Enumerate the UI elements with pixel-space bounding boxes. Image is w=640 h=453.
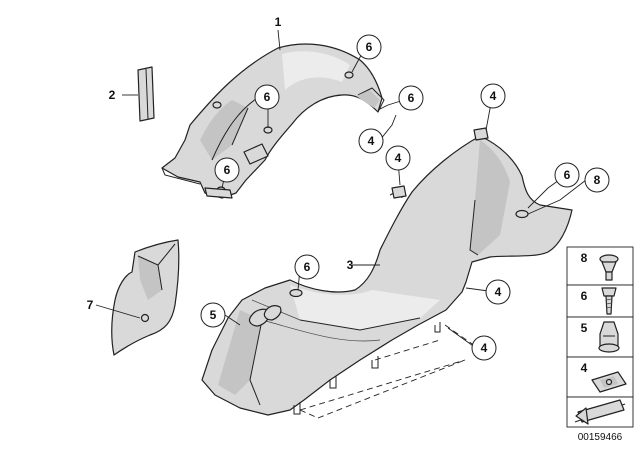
- callout-4-e: 4: [471, 335, 497, 361]
- callout-3-label: 3: [347, 258, 354, 272]
- callout-6-a-label: 6: [366, 40, 373, 54]
- callout-4-e-label: 4: [481, 341, 488, 355]
- callout-3: 3: [347, 258, 354, 272]
- part-7-mud-flap: [111, 239, 180, 356]
- callout-7-label: 7: [87, 298, 94, 312]
- legend-item-5: 5: [566, 316, 634, 358]
- callout-4-d: 4: [485, 279, 511, 305]
- legend-item-6: 6: [566, 284, 634, 318]
- callout-6-d-label: 6: [408, 91, 415, 105]
- callout-6-e-label: 6: [564, 168, 571, 182]
- callout-6-a: 6: [356, 34, 382, 60]
- callout-8-label: 8: [594, 173, 601, 187]
- rubber-buffer-icon: [599, 254, 619, 281]
- callout-4-d-label: 4: [495, 285, 502, 299]
- part-3-rear-cover: [201, 127, 573, 416]
- callout-4-b: 4: [385, 145, 411, 171]
- screw-icon: [601, 287, 617, 315]
- callout-5-label: 5: [210, 308, 217, 322]
- callout-6-b-label: 6: [264, 90, 271, 104]
- callout-4-a: 4: [358, 128, 384, 154]
- legend-item-8: 8: [566, 246, 634, 286]
- part-2-strip: [137, 66, 155, 122]
- callout-7: 7: [87, 298, 94, 312]
- callout-6-f-label: 6: [304, 260, 311, 274]
- callout-6-c-label: 6: [224, 163, 231, 177]
- legend-item-4: 4: [566, 356, 634, 398]
- callout-6-c: 6: [214, 157, 240, 183]
- clip-nut-icon: [591, 371, 627, 393]
- callout-1-label: 1: [275, 15, 282, 29]
- callout-4-c-label: 4: [490, 89, 497, 103]
- legend-item-8-label: 8: [581, 251, 588, 265]
- arrow-icon: [574, 399, 626, 425]
- legend-item-5-label: 5: [581, 321, 588, 335]
- callout-6-e: 6: [554, 162, 580, 188]
- callout-2-label: 2: [109, 88, 116, 102]
- callout-4-b-label: 4: [395, 151, 402, 165]
- nut-icon: [598, 321, 620, 353]
- callout-1: 1: [275, 15, 282, 29]
- legend-arrow: [566, 396, 634, 428]
- callout-6-b: 6: [254, 84, 280, 110]
- callout-6-d: 6: [398, 85, 424, 111]
- callout-2: 2: [109, 88, 116, 102]
- callout-6-f: 6: [294, 254, 320, 280]
- legend-item-6-label: 6: [581, 289, 588, 303]
- callout-4-a-label: 4: [368, 134, 375, 148]
- part-1-upper-mudguard: [161, 43, 385, 199]
- diagram-id: 00159466: [578, 432, 623, 443]
- parts-legend: 8 6 5 4: [566, 246, 634, 428]
- callout-4-c: 4: [480, 83, 506, 109]
- legend-item-4-label: 4: [581, 361, 588, 375]
- callout-5: 5: [200, 302, 226, 328]
- callout-8: 8: [584, 167, 610, 193]
